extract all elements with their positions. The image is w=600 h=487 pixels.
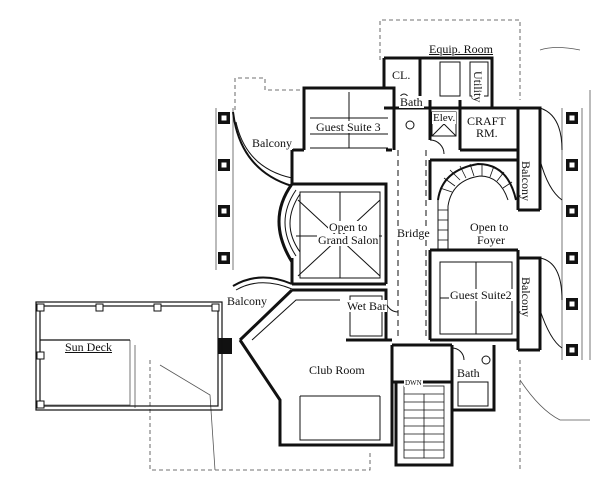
label-utility: Utility <box>471 70 485 104</box>
label-bridge: Bridge <box>396 226 431 240</box>
sun-deck-posts <box>36 303 220 409</box>
exterior-lines <box>40 47 591 471</box>
label-bath-bottom: Bath <box>456 366 481 380</box>
label-guest-suite-3: Guest Suite 3 <box>315 120 382 134</box>
label-equip-room: Equip. Room <box>428 42 495 56</box>
label-open-grand-salon-1: Open to <box>328 220 369 234</box>
label-balcony-right-top: Balcony <box>519 160 533 202</box>
label-open-foyer-2: Foyer <box>476 233 506 247</box>
sun-deck-outline <box>35 301 223 411</box>
label-stair-down: DWN <box>404 379 423 387</box>
label-balcony-left-top: Balcony <box>251 136 293 150</box>
label-balcony-left-mid: Balcony <box>226 294 268 308</box>
label-bath-top: Bath <box>399 95 424 109</box>
main-walls <box>238 56 542 467</box>
label-craft-1: CRAFT <box>466 114 507 128</box>
roof-outlines <box>149 19 521 471</box>
label-open-foyer-1: Open to <box>469 220 510 234</box>
label-sun-deck: Sun Deck <box>64 340 113 354</box>
label-elevator: Elev. <box>432 112 457 124</box>
label-guest-suite-2: Guest Suite2 <box>449 288 513 302</box>
label-wet-bar: Wet Bar <box>346 299 388 313</box>
label-balcony-right-mid: Balcony <box>519 276 533 318</box>
column-caps <box>220 114 576 354</box>
label-closet: CL. <box>392 68 411 82</box>
label-club-room: Club Room <box>308 363 366 377</box>
label-craft-2: RM. <box>475 126 499 140</box>
label-open-grand-salon-2: Grand Salon <box>317 233 380 247</box>
